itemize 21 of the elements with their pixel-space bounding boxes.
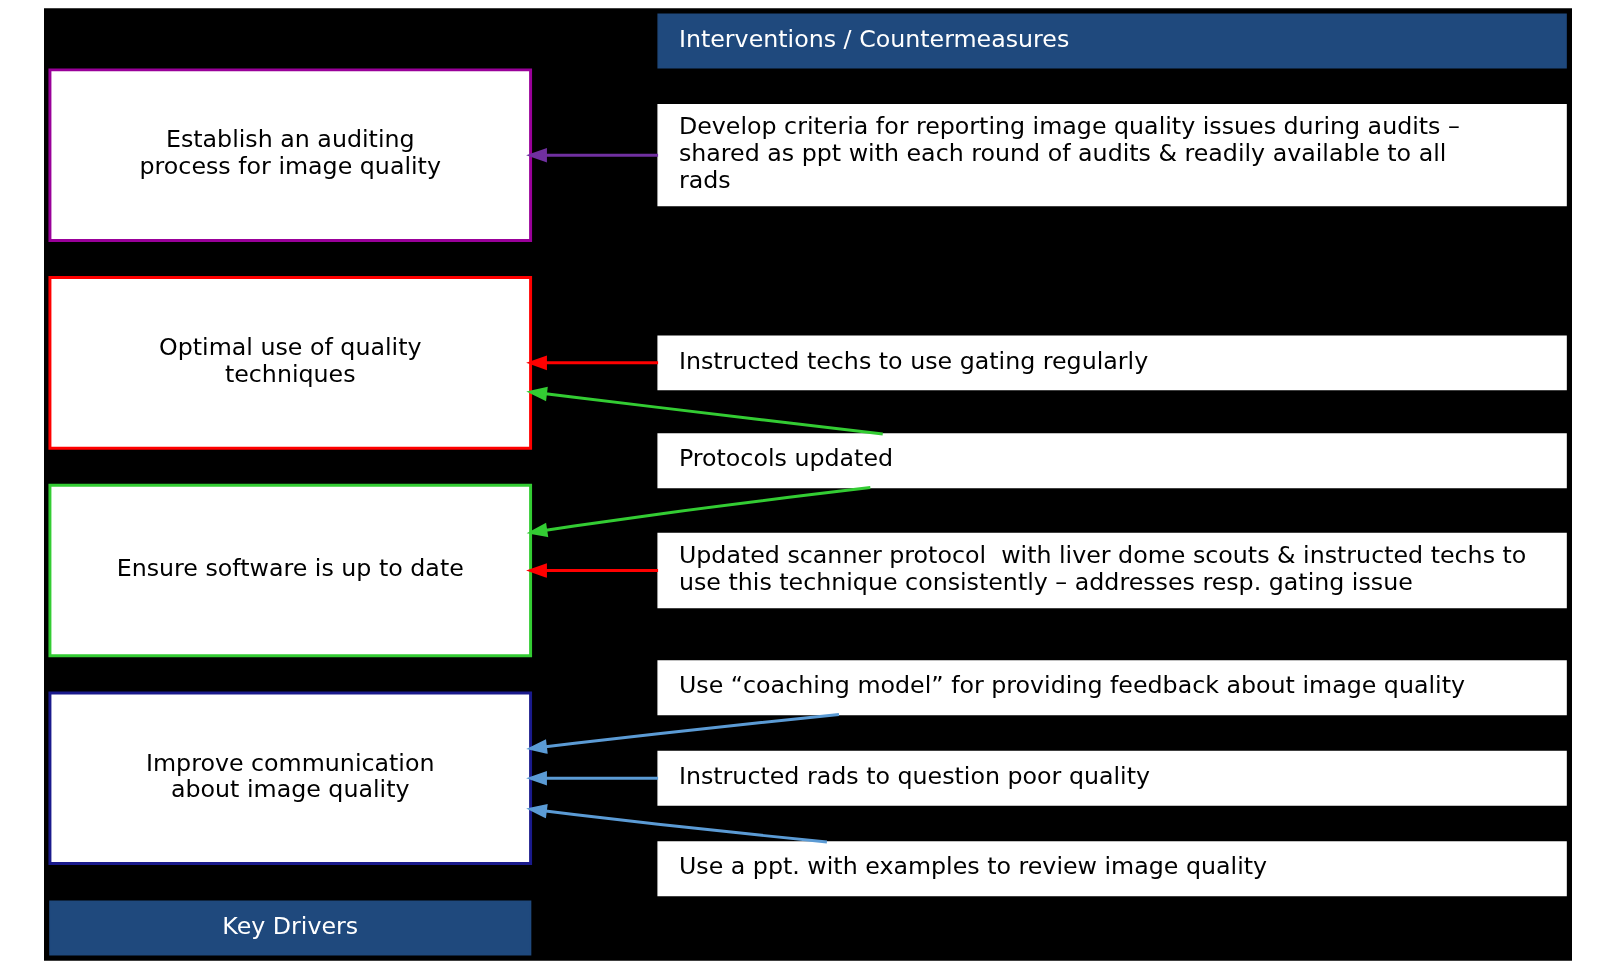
node-box: Use a ppt. with examples to review image quality <box>657 841 1567 897</box>
arrow <box>526 355 659 371</box>
arrow <box>526 770 659 786</box>
node-box: Establish an auditing process for image quality <box>48 68 533 242</box>
arrow <box>526 563 659 578</box>
node-box: Protocols updated <box>657 433 1567 489</box>
arrow <box>526 147 659 163</box>
node-box: Key Drivers <box>49 900 532 956</box>
node-box: Improve communication about image quality <box>48 691 533 865</box>
node-box: Instructed techs to use gating regularly <box>657 335 1567 391</box>
node-box: Use “coaching model” for providing feedback about image quality <box>657 660 1567 716</box>
node-box: Develop criteria for reporting image quality issues during audits – shared as ppt with each round of audits & readily available to all rads <box>657 104 1567 207</box>
node-box: Instructed rads to question poor quality <box>657 750 1567 806</box>
node-box: Ensure software is up to date <box>48 483 533 658</box>
node-box: Optimal use of quality techniques <box>48 276 533 450</box>
arrow <box>526 386 883 436</box>
node-box: Updated scanner protocol with liver dome scouts & instructed techs to use this technique consistently – addresses resp. gating issue <box>657 532 1567 609</box>
arrow <box>526 803 828 844</box>
node-box: Interventions / Countermeasures <box>657 13 1567 69</box>
arrow <box>526 486 871 538</box>
arrow <box>526 713 840 754</box>
